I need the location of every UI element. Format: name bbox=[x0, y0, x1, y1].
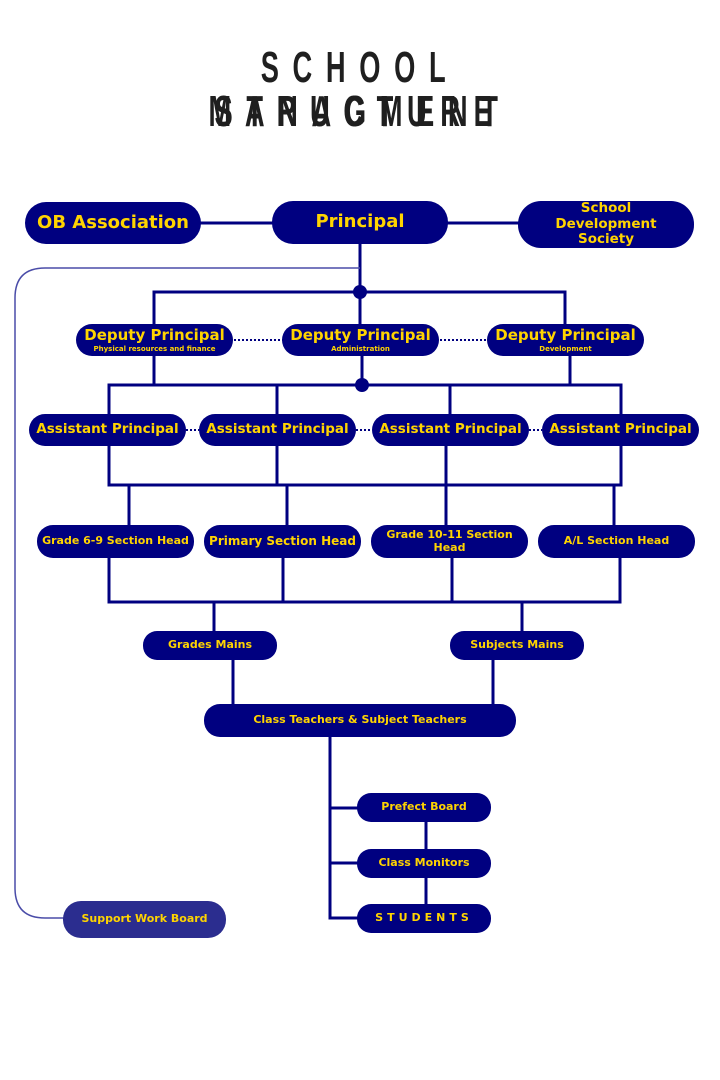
node-sublabel: Physical resources and finance bbox=[93, 344, 216, 353]
node-deputy-principal-finance[interactable]: Deputy Principal Physical resources and … bbox=[76, 324, 233, 356]
node-label: Assistant Principal bbox=[206, 421, 349, 438]
node-assistant-principal-4[interactable]: Assistant Principal bbox=[542, 414, 699, 446]
node-label: Grade 10-11 Section Head bbox=[386, 527, 513, 554]
node-students[interactable]: STUDENTS bbox=[357, 904, 491, 933]
node-school-development-society[interactable]: School Development Society bbox=[518, 201, 694, 248]
node-label: Class Monitors bbox=[378, 856, 470, 870]
node-grade-10-11-section-head[interactable]: Grade 10-11 Section Head bbox=[371, 525, 528, 558]
node-assistant-principal-1[interactable]: Assistant Principal bbox=[29, 414, 186, 446]
node-deputy-principal-development[interactable]: Deputy Principal Development bbox=[487, 324, 644, 356]
node-class-monitors[interactable]: Class Monitors bbox=[357, 849, 491, 878]
node-label: Grades Mains bbox=[167, 638, 253, 652]
connector-support-work-board bbox=[14, 267, 360, 919]
node-primary-section-head[interactable]: Primary Section Head bbox=[204, 525, 361, 558]
connector-section-bar bbox=[107, 557, 622, 604]
node-ob-association[interactable]: OB Association bbox=[25, 202, 201, 244]
node-principal[interactable]: Principal bbox=[272, 201, 448, 244]
node-sublabel: Development bbox=[539, 344, 592, 353]
node-label: A/L Section Head bbox=[563, 534, 670, 548]
diagram-title-line-2: STRUCTURE bbox=[214, 87, 506, 136]
node-label: Subjects Mains bbox=[470, 638, 564, 652]
node-grade-6-9-section-head[interactable]: Grade 6-9 Section Head bbox=[37, 525, 194, 558]
node-label: Primary Section Head bbox=[209, 533, 356, 548]
node-assistant-principal-3[interactable]: Assistant Principal bbox=[372, 414, 529, 446]
node-assistant-principal-2[interactable]: Assistant Principal bbox=[199, 414, 356, 446]
node-deputy-principal-administration[interactable]: Deputy Principal Administration bbox=[282, 324, 439, 356]
node-label: Support Work Board bbox=[81, 912, 208, 926]
node-label: Grade 6-9 Section Head bbox=[42, 534, 189, 548]
node-label: Deputy Principal bbox=[290, 326, 431, 345]
node-support-work-board[interactable]: Support Work Board bbox=[63, 901, 226, 938]
node-al-section-head[interactable]: A/L Section Head bbox=[538, 525, 695, 558]
node-label: Deputy Principal bbox=[84, 326, 225, 345]
node-sublabel: Administration bbox=[331, 344, 390, 353]
node-label: Assistant Principal bbox=[549, 421, 692, 438]
node-label: Assistant Principal bbox=[379, 421, 522, 438]
node-label: Assistant Principal bbox=[36, 421, 179, 438]
node-label: Principal bbox=[315, 211, 405, 233]
connector-assistant-lower-bar bbox=[107, 446, 623, 487]
node-label: Class Teachers & Subject Teachers bbox=[253, 713, 467, 727]
node-label: STUDENTS bbox=[375, 911, 473, 925]
junction-dot-assistants bbox=[355, 378, 369, 392]
node-subjects-mains[interactable]: Subjects Mains bbox=[450, 631, 584, 660]
diagram-title-line-1: SCHOOL MANAGMENT bbox=[208, 43, 512, 136]
node-label: Deputy Principal bbox=[495, 326, 636, 345]
node-label: School Development Society bbox=[555, 200, 657, 248]
junction-dot-deputies bbox=[353, 285, 367, 299]
node-label: Prefect Board bbox=[381, 800, 467, 814]
node-label: OB Association bbox=[37, 211, 189, 233]
connector-teachers-down bbox=[328, 736, 358, 920]
node-prefect-board[interactable]: Prefect Board bbox=[357, 793, 491, 822]
node-grades-mains[interactable]: Grades Mains bbox=[143, 631, 277, 660]
node-class-and-subject-teachers[interactable]: Class Teachers & Subject Teachers bbox=[204, 704, 516, 737]
